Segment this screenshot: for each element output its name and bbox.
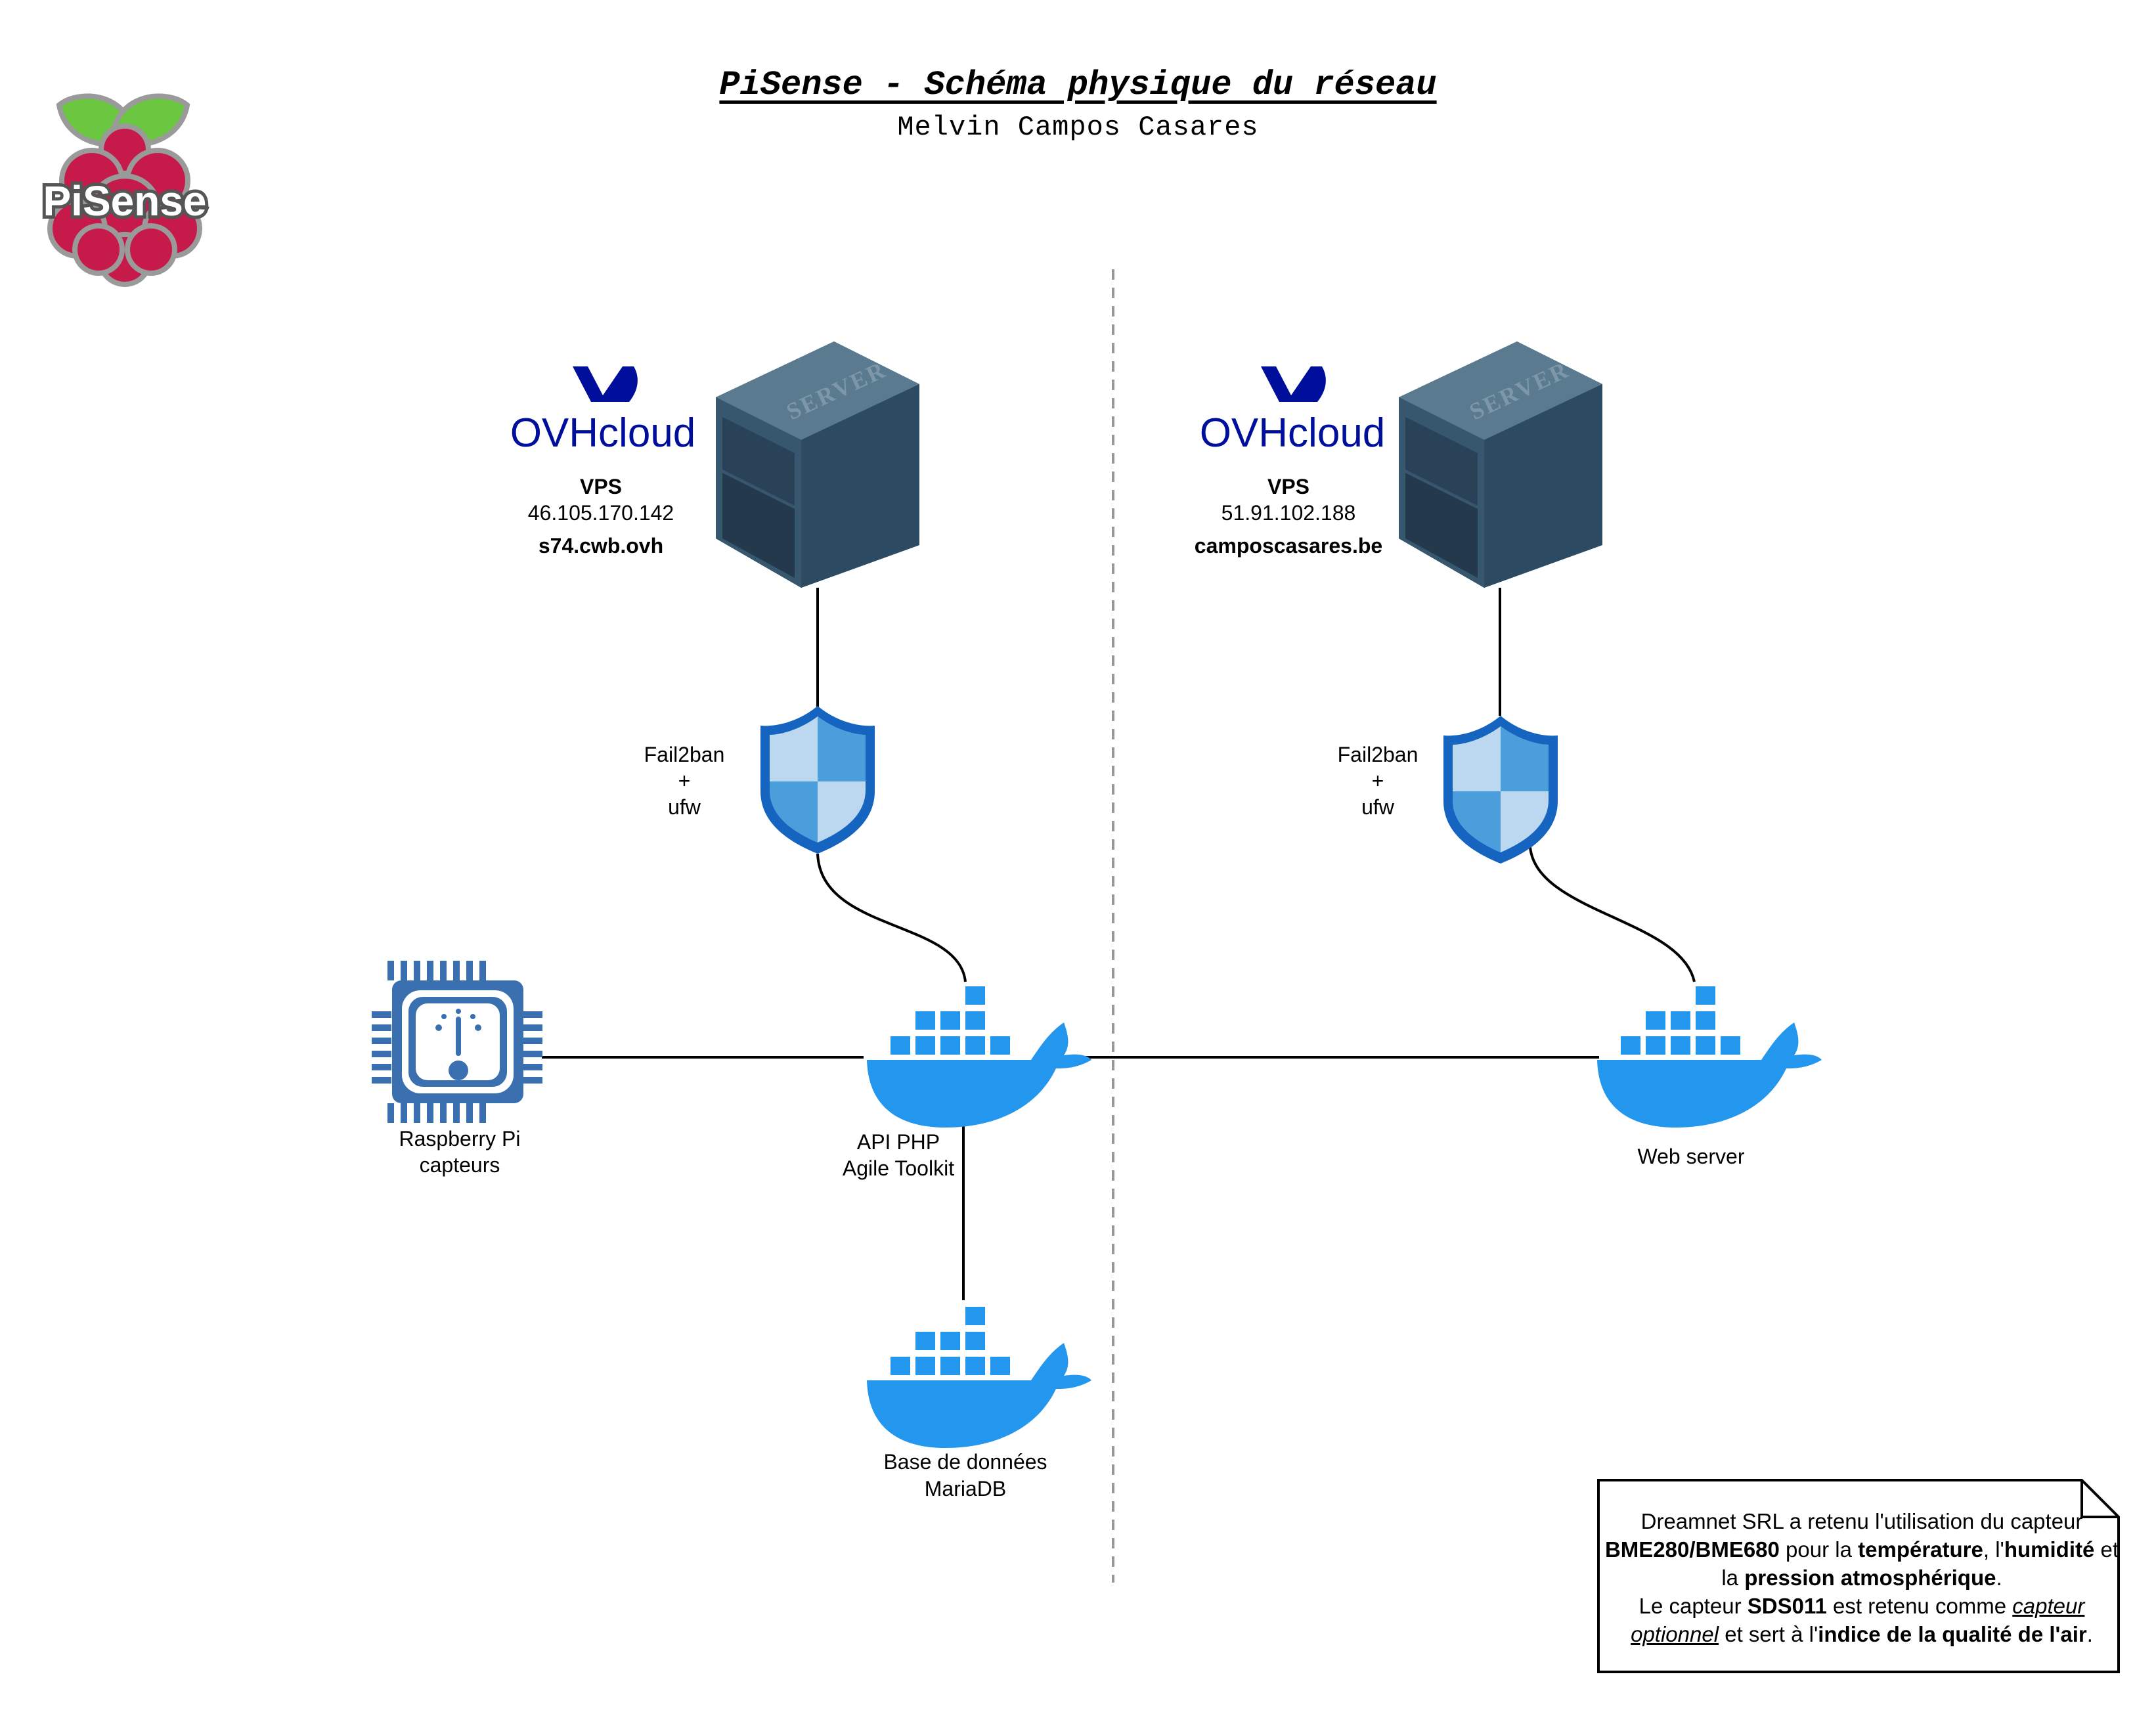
note-segment: indice de la qualité de l'air xyxy=(1818,1622,2087,1646)
shield-right-icon xyxy=(1443,716,1558,864)
server-right-kind: VPS xyxy=(1267,475,1309,498)
note-segment: Le capteur xyxy=(1639,1594,1748,1618)
database-label-2: MariaDB xyxy=(925,1477,1006,1501)
note-segment: , l' xyxy=(1983,1537,2004,1562)
firewall-right-label-2: + xyxy=(1372,769,1384,793)
ovhcloud-logo-right: OVHcloud xyxy=(1200,366,1386,456)
note-text: Dreamnet SRL a retenu l'utilisation du c… xyxy=(1602,1507,2121,1648)
note-shape xyxy=(1597,1479,2120,1673)
server-right-ip: 51.91.102.188 xyxy=(1221,501,1356,525)
note-segment: température xyxy=(1858,1537,1983,1562)
pisense-logo: PiSense xyxy=(39,93,210,287)
note-segment: BME280/BME680 xyxy=(1604,1537,1780,1562)
docker-api-icon xyxy=(867,986,1091,1128)
ovh-text: OVHcloud xyxy=(1200,410,1386,456)
raspberry-label-1: Raspberry Pi xyxy=(399,1127,521,1151)
connector-firewall-left-api xyxy=(816,853,967,982)
note-segment: et la xyxy=(1721,1537,2119,1590)
api-label-2: Agile Toolkit xyxy=(843,1156,954,1180)
page-subtitle: Melvin Campos Casares xyxy=(897,112,1259,143)
firewall-left-label-3: ufw xyxy=(668,795,701,819)
shield-left-icon xyxy=(760,706,875,854)
server-right-host: camposcasares.be xyxy=(1195,534,1382,558)
server-left-kind: VPS xyxy=(580,475,622,498)
ovh-mark-icon xyxy=(573,366,638,402)
server-right: SERVER xyxy=(1399,341,1602,588)
server-icon: SERVER xyxy=(1399,341,1602,588)
server-icon: SERVER xyxy=(716,341,919,588)
page-title-text: PiSense - Schéma physique du réseau xyxy=(719,66,1437,104)
note-segment: pression atmosphérique xyxy=(1744,1566,1996,1590)
note-segment: . xyxy=(1996,1566,2002,1590)
logo-text: PiSense xyxy=(43,177,206,225)
logo-berry-body xyxy=(47,148,202,287)
firewall-right-label-3: ufw xyxy=(1361,795,1395,819)
firewall-left-label-2: + xyxy=(678,769,691,793)
page-title: PiSense - Schéma physique du réseau xyxy=(0,66,2156,104)
api-label-1: API PHP xyxy=(857,1130,940,1154)
server-left-host: s74.cwb.ovh xyxy=(539,534,663,558)
server-left: SERVER xyxy=(716,341,919,588)
firewall-right-label-1: Fail2ban xyxy=(1338,743,1419,766)
webserver-label: Web server xyxy=(1637,1145,1744,1168)
note-segment: capteur optionnel xyxy=(1631,1594,2085,1646)
ovhcloud-logo-left: OVHcloud xyxy=(510,366,696,456)
server-left-ip: 46.105.170.142 xyxy=(528,501,674,525)
docker-web-icon xyxy=(1597,986,1822,1128)
note-segment: . xyxy=(2086,1622,2093,1646)
note-segment: humidité xyxy=(2004,1537,2095,1562)
firewall-left-label-1: Fail2ban xyxy=(644,743,725,766)
note-segment: SDS011 xyxy=(1747,1594,1827,1618)
note-segment: est retenu comme xyxy=(1826,1594,2013,1618)
note-segment: et sert à l' xyxy=(1719,1622,1818,1646)
database-label-1: Base de données xyxy=(883,1450,1047,1474)
raspberry-label-2: capteurs xyxy=(420,1153,500,1177)
note-segment: Dreamnet SRL a retenu l'utilisation du c… xyxy=(1640,1509,2083,1533)
note-segment: pour la xyxy=(1779,1537,1859,1562)
raspberry-chip-icon xyxy=(372,961,542,1123)
ovh-text: OVHcloud xyxy=(510,410,696,456)
ovh-mark-icon xyxy=(1261,366,1326,402)
docker-db-icon xyxy=(867,1307,1091,1448)
connectors xyxy=(542,588,1696,1300)
connector-firewall-right-web xyxy=(1529,846,1696,982)
